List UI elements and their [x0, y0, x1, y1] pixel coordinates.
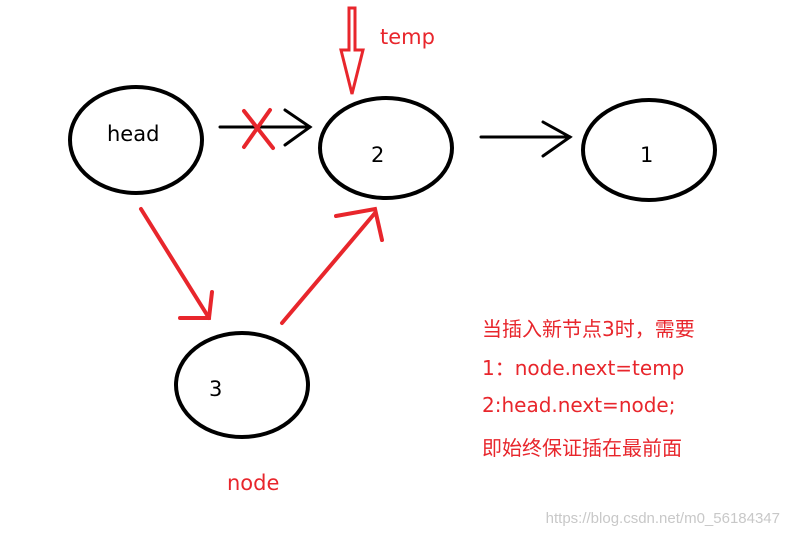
node-1 — [581, 98, 717, 202]
temp-label: temp — [380, 25, 435, 49]
node-head — [68, 85, 204, 195]
arrow-3-to-2 — [280, 206, 384, 325]
node-3-label: 3 — [209, 377, 222, 401]
arrow-head-to-2 — [218, 108, 313, 147]
node-2 — [318, 96, 454, 200]
watermark: https://blog.csdn.net/m0_56184347 — [545, 510, 780, 527]
node-3 — [174, 331, 310, 439]
arrow-2-to-1 — [479, 120, 573, 158]
node-label: node — [227, 471, 279, 495]
note-line-4: 即始终保证插在最前面 — [482, 436, 682, 460]
arrow-head-to-3 — [139, 207, 214, 320]
node-head-label: head — [107, 122, 159, 146]
cross-mark-icon — [242, 108, 275, 150]
node-2-label: 2 — [371, 143, 384, 167]
note-line-3: 2:head.next=node; — [482, 393, 676, 417]
note-line-1: 当插入新节点3时，需要 — [482, 317, 695, 341]
node-1-label: 1 — [640, 143, 653, 167]
temp-pointer-arrow — [339, 6, 365, 95]
note-line-2: 1：node.next=temp — [482, 356, 685, 380]
